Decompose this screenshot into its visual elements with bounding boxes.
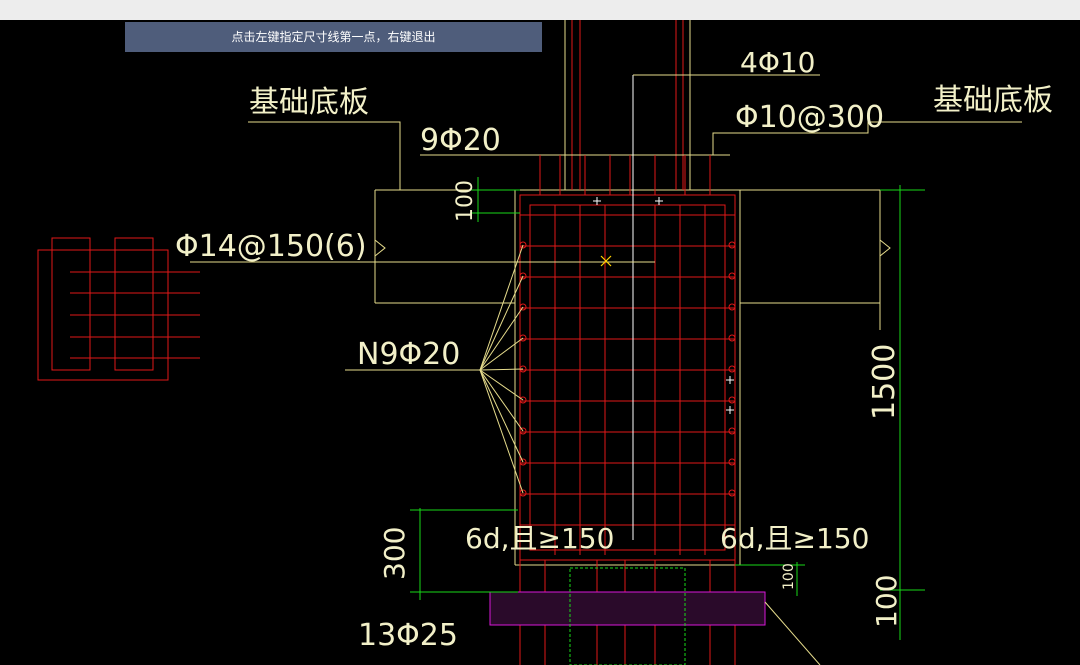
label-slab-right: 基础底板 [933,83,1053,118]
label-plate-bars: 9Φ20 [420,123,501,158]
cushion-layer [489,567,821,665]
center-axis [632,74,820,540]
top-toolbar-strip [0,0,1080,20]
leader-lines [190,121,1022,371]
command-prompt-tooltip: 点击左键指定尺寸线第一点，右键退出 [125,22,542,52]
cage-horizontal-bars [520,214,735,526]
dim-100-top: 100 [453,180,478,222]
slab-outline [374,20,925,566]
label-tie-bars: Φ14@150(6) [175,229,367,264]
label-stirrup-top: Φ10@300 [735,100,884,135]
column-bars [571,20,684,190]
label-slab-left: 基础底板 [249,85,369,120]
left-section-detail [37,237,200,381]
dim-100-small: 100 [781,563,797,590]
pile-cage [519,194,736,561]
cursor-cross-marker [600,255,612,267]
dim-100-bottom: 100 [870,575,903,628]
dim-300: 300 [378,527,411,580]
plate-top-bars [520,154,730,195]
cage-side-hooks [519,241,736,497]
label-bottom-bars: 13Φ25 [358,618,458,653]
cage-vertical-bars [554,205,706,555]
label-top-bars: 4Φ10 [740,46,815,79]
axis-marks [593,197,734,414]
dimension-lines [410,177,925,640]
fan-leaders [479,244,524,494]
dim-1500: 1500 [867,344,902,420]
label-anchor-right: 6d,且≥150 [720,522,869,555]
label-side-bars: N9Φ20 [357,337,460,372]
label-anchor-left: 6d,且≥150 [465,522,614,555]
